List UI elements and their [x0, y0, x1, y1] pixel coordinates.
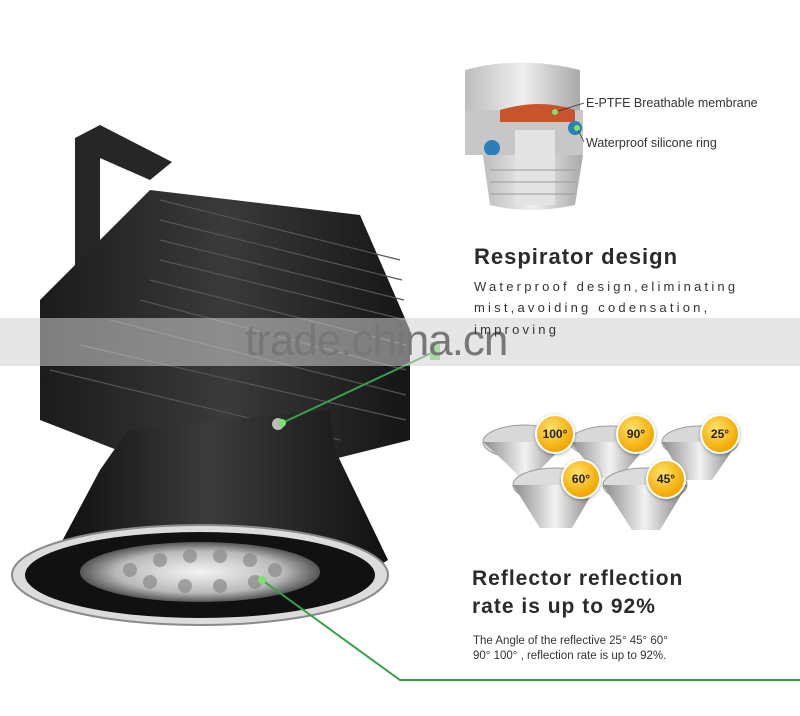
membrane-shape: [500, 104, 575, 122]
valve-cutaway: [465, 62, 585, 210]
membrane-callout: E-PTFE Breathable membrane: [586, 96, 758, 110]
reflector-desc-line-1: The Angle of the reflective 25° 45° 60°: [473, 635, 668, 647]
callout-dot: [278, 419, 286, 427]
angle-badge-60: 60°: [561, 459, 601, 499]
watermark-text: trade.china.cn: [245, 316, 508, 365]
watermark-band: [0, 318, 800, 366]
silicone-ring-left: [484, 140, 500, 156]
ring-callout: Waterproof silicone ring: [586, 136, 717, 150]
reflector-cones: [482, 424, 739, 530]
angle-badge-25: 25°: [700, 414, 740, 454]
led-lens: [80, 542, 320, 602]
reflector-title-line-1: Reflector reflection: [472, 567, 684, 590]
respirator-title: Respirator design: [474, 244, 679, 269]
respirator-line-2: mist,avoiding codensation, improving: [474, 300, 711, 337]
high-bay-lamp: [11, 125, 410, 626]
reflector-desc-line-2: 90° 100° , reflection rate is up to 92%.: [473, 650, 667, 662]
respirator-line-1: Waterproof design,eliminating: [474, 279, 739, 294]
callout-dot: [258, 576, 266, 584]
reflector-title-line-2: rate is up to 92%: [472, 595, 656, 618]
angle-badge-90: 90°: [616, 414, 656, 454]
angle-badge-100: 100°: [535, 414, 575, 454]
angle-badge-45: 45°: [646, 459, 686, 499]
